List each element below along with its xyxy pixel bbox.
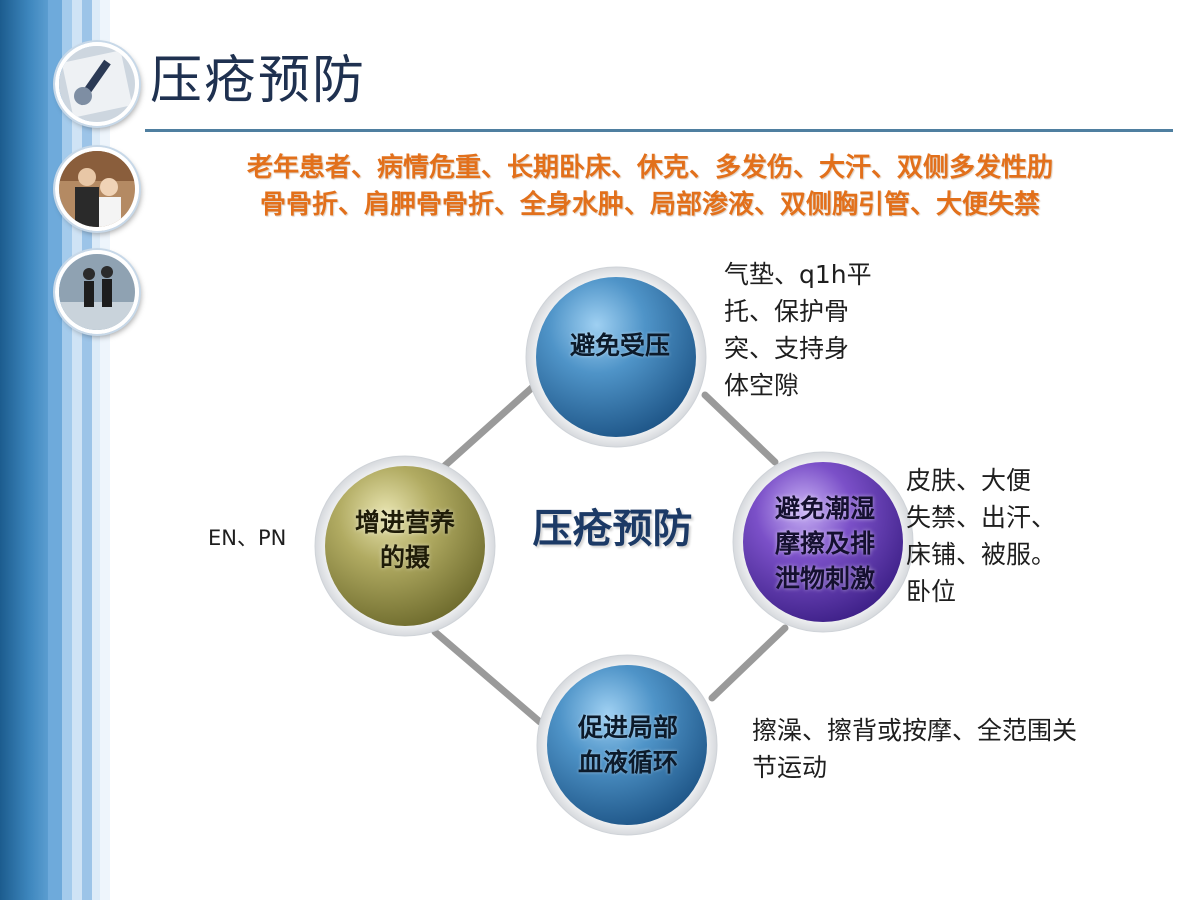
connector-top-right <box>701 391 779 466</box>
note-line: 突、支持身 <box>724 334 850 363</box>
node-circulation <box>536 654 718 836</box>
walking-people-photo-icon <box>55 250 139 334</box>
node-label-nutrition: 增进营养 的摄 <box>330 500 480 580</box>
note-line: 皮肤、大便 <box>906 466 1032 495</box>
node-label-line: 增进营养 <box>354 508 455 537</box>
node-label-line: 泄物刺激 <box>774 563 875 593</box>
note-line: 气垫、q1h平 <box>724 260 872 289</box>
diagram-connectors <box>431 381 789 726</box>
node-avoid-moisture <box>732 451 914 633</box>
note-line: 节运动 <box>752 753 828 782</box>
note-line: 失禁、出汗、 <box>906 503 1057 532</box>
node-label-line: 促进局部 <box>577 713 678 742</box>
note-line: 床铺、被服。 <box>906 540 1057 569</box>
risk-factors-line-2: 骨骨折、肩胛骨骨折、全身水肿、局部渗液、双侧胸引管、大便失禁 <box>259 190 1040 220</box>
connector-left-bottom <box>431 628 544 726</box>
note-line: 卧位 <box>906 577 957 606</box>
node-nutrition <box>314 455 496 637</box>
note-line: 托、保护骨 <box>724 297 850 326</box>
node-label-avoid-pressure: 避免受压 <box>540 315 700 375</box>
risk-factors-text: 老年患者、病情危重、长期卧床、休克、多发伤、大汗、双侧多发性肋 骨骨折、肩胛骨骨… <box>150 150 1150 224</box>
node-label-line: 的摄 <box>379 543 430 572</box>
node-label-line: 摩擦及排 <box>774 528 875 558</box>
node-label-line: 避免受压 <box>569 330 670 360</box>
business-people-photo-icon <box>55 147 139 231</box>
left-stripe-decoration <box>0 0 112 900</box>
title-divider <box>145 129 1173 132</box>
node-label-avoid-moisture: 避免潮湿 摩擦及排 泄物刺激 <box>755 488 895 598</box>
node-label-line: 血液循环 <box>577 748 678 777</box>
connector-right-bottom <box>708 624 789 702</box>
note-line: EN、PN <box>208 526 287 550</box>
node-label-line: 避免潮湿 <box>774 493 875 523</box>
note-circulation: 擦澡、擦背或按摩、全范围关 节运动 <box>752 712 1152 786</box>
note-avoid-pressure: 气垫、q1h平 托、保护骨 突、支持身 体空隙 <box>724 256 909 404</box>
note-line: 擦澡、擦背或按摩、全范围关 <box>752 716 1078 745</box>
pen-document-photo-icon <box>55 42 139 126</box>
node-label-circulation: 促进局部 血液循环 <box>553 705 703 785</box>
connector-top-left <box>436 381 539 474</box>
note-line: 体空隙 <box>724 371 800 400</box>
note-avoid-moisture: 皮肤、大便 失禁、出汗、 床铺、被服。 卧位 <box>906 462 1086 610</box>
diagram-center-label: 压疮预防 <box>532 505 693 552</box>
slide-title: 压疮预防 <box>150 51 367 111</box>
note-nutrition: EN、PN <box>208 523 318 553</box>
risk-factors-line-1: 老年患者、病情危重、长期卧床、休克、多发伤、大汗、双侧多发性肋 <box>246 153 1053 183</box>
node-avoid-pressure <box>525 266 707 448</box>
